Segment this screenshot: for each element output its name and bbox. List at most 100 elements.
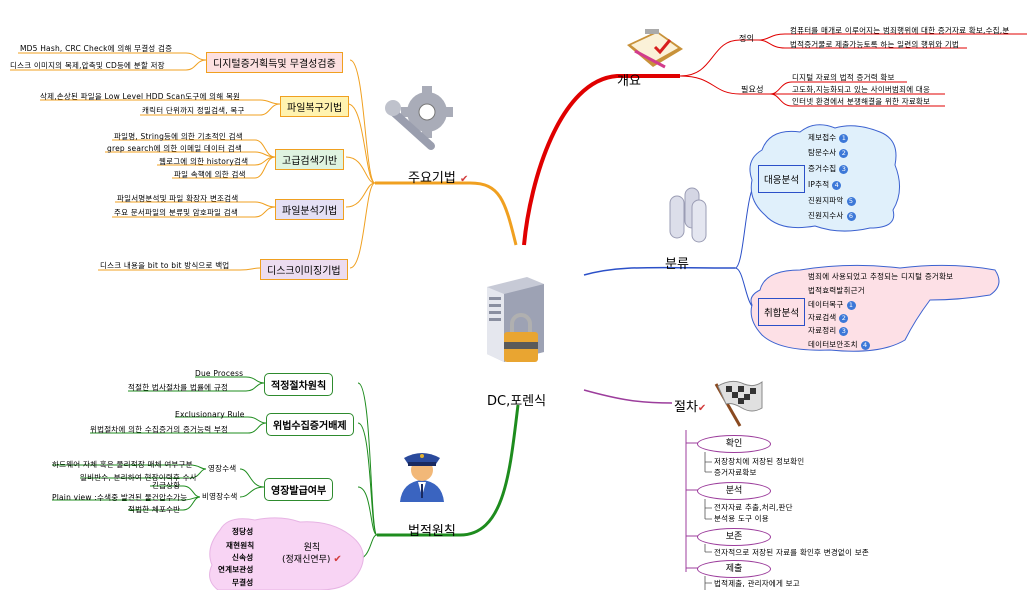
cloud-principles — [209, 517, 364, 590]
group-warrant[interactable]: 영장발급여부 — [264, 478, 334, 501]
legal-subgroup[interactable]: 비영장수색 — [202, 492, 238, 501]
central-topic[interactable]: DC,포렌식 — [487, 394, 547, 409]
legal-item: 적법한 체포수반 — [128, 505, 181, 514]
overview-group-necessity[interactable]: 필요성 — [741, 85, 764, 94]
principles-title: 원칙 — [303, 543, 321, 553]
branch-line-procedure — [583, 389, 673, 404]
class-item: 범죄에 사용되었고 추정되는 디지털 증거확보 — [808, 272, 954, 281]
group-file-recovery[interactable]: 파일복구기법 — [280, 96, 350, 117]
number-badge: 4 — [832, 180, 842, 190]
server-lock-icon — [482, 262, 552, 372]
number-badge: 6 — [846, 211, 856, 221]
step-analysis[interactable]: 분석 — [697, 482, 771, 500]
overview-item: 인터넷 환경에서 분쟁해결을 위한 자료확보 — [792, 97, 931, 106]
step-item: 법적제출, 관리자에게 보고 — [714, 579, 800, 588]
checkered-flag-icon — [712, 378, 764, 428]
technique-item: 웹로그에 의한 history검색 — [159, 157, 249, 166]
number-badge: 1 — [846, 300, 856, 310]
number-badge: 3 — [839, 326, 849, 336]
step-item: 분석용 도구 이용 — [714, 514, 769, 523]
branch-line-classification — [583, 266, 736, 276]
legal-item: 일비반수, 분리하여 현장이력후 수사 — [80, 473, 197, 482]
step-item: 증거자료확보 — [714, 468, 757, 477]
principle-item: 재현원칙 — [226, 541, 255, 550]
number-badge: 5 — [846, 196, 856, 206]
police-officer-icon — [398, 446, 446, 502]
group-advanced-search[interactable]: 고급검색기반 — [275, 149, 345, 170]
gear-wrench-icon — [383, 82, 455, 154]
number-badge: 1 — [839, 133, 849, 143]
cloud-response-analysis — [749, 124, 900, 232]
group-principles[interactable]: 원칙 (정재신연무) ✔ — [282, 543, 342, 566]
cloud-collected-analysis — [750, 264, 1000, 352]
group-exclusionary-rule[interactable]: 위법수집증거배제 — [266, 413, 354, 436]
legal-subgroup[interactable]: 영장수색 — [208, 464, 237, 473]
test-tubes-icon — [668, 186, 712, 244]
branch-classification-label[interactable]: 분류 — [665, 257, 689, 272]
group-disk-imaging[interactable]: 디스크이미징기법 — [260, 259, 348, 280]
step-item: 전자적으로 저장된 자료를 확인후 변경없이 보존 — [714, 548, 869, 557]
group-collected-analysis[interactable]: 취합분석 — [758, 298, 805, 326]
principle-item: 신속성 — [232, 553, 254, 562]
checkmark-icon: ✔ — [459, 174, 469, 185]
clipboard-check-icon — [625, 25, 685, 73]
branch-line-overview — [522, 74, 680, 246]
principle-item: 정당성 — [232, 527, 254, 536]
technique-item: MD5 Hash, CRC Check에 의해 무결성 검증 — [20, 44, 173, 53]
step-item: 저장장치에 저장된 정보확인 — [714, 457, 805, 466]
technique-item: 삭제,손상된 파일을 Low Level HDD Scan도구에 의해 복원 — [40, 92, 241, 101]
branch-overview-label[interactable]: 개요 — [617, 74, 641, 89]
technique-item: 캐릭터 단위까지 정밀검색, 복구 — [142, 106, 245, 115]
technique-item: 주요 문서파일의 분류및 암호파일 검색 — [114, 208, 238, 217]
overview-item: 법적증거물로 제출가능토록 하는 일련의 행위와 기법 — [790, 40, 960, 49]
technique-item: 디스크 이미지의 복제,압축및 CD등에 분할 저장 — [10, 61, 165, 70]
group-digital-evidence[interactable]: 디지털증거획득및 무결성검증 — [206, 52, 343, 73]
group-response-analysis[interactable]: 대응분석 — [758, 165, 805, 193]
technique-item: 파일 속핵에 의한 검색 — [174, 170, 246, 179]
class-item: 법적효력발취근거 — [808, 286, 865, 295]
technique-item: 디스크 내용을 bit to bit 방식으로 백업 — [100, 261, 230, 270]
checkmark-icon: ✔ — [333, 554, 342, 565]
legal-item: 긴급상황 — [152, 481, 181, 490]
legal-item: Plain view :수색중 발견된 물건압수가능 — [52, 493, 188, 502]
principles-subtitle: (정재신연무) ✔ — [282, 554, 342, 565]
overview-item: 고도화,지능화되고 있는 사이버범죄에 대응 — [792, 85, 931, 94]
principle-item: 무결성 — [232, 578, 254, 587]
legal-item: Due Process — [195, 369, 244, 378]
overview-item: 디지털 자료의 법적 증거력 확보 — [792, 73, 895, 82]
checkmark-icon: ✔ — [697, 403, 707, 414]
number-badge: 2 — [839, 148, 849, 158]
step-preserve[interactable]: 보존 — [697, 528, 771, 546]
group-due-process[interactable]: 적정절차원칙 — [264, 373, 334, 396]
step-confirm[interactable]: 확인 — [697, 435, 771, 453]
technique-item: 파일명, String등에 의한 기초적인 검색 — [114, 132, 243, 141]
group-file-analysis[interactable]: 파일분석기법 — [275, 199, 345, 220]
principle-item: 연계보관성 — [218, 565, 254, 574]
branch-legal-label[interactable]: 법적원칙 — [408, 524, 456, 539]
number-badge: 3 — [839, 164, 849, 174]
overview-item: 컴퓨터를 매개로 이루어지는 범죄행위에 대한 증거자료 확보,수집,분 — [790, 26, 1010, 35]
technique-item: 파일서명분석및 파일 확장자 변조검색 — [117, 194, 239, 203]
number-badge: 2 — [839, 313, 849, 323]
overview-group-definition[interactable]: 정의 — [739, 34, 755, 43]
legal-item: 하드웨어 자체 혹은 물리적장 매체 여부구분 — [52, 460, 193, 469]
branch-procedure-label[interactable]: 절차✔ — [674, 400, 707, 415]
branch-techniques-label[interactable]: 주요기법 ✔ — [408, 171, 469, 186]
number-badge: 4 — [860, 340, 870, 350]
step-submit[interactable]: 제출 — [697, 560, 771, 578]
step-item: 전자자료 추출,처리,판단 — [714, 503, 793, 512]
technique-item: grep search에 의한 이메일 데이터 검색 — [107, 144, 242, 153]
branch-line-legal — [377, 404, 520, 537]
legal-item: 위법절차에 의한 수집증거의 증거능력 부정 — [90, 425, 229, 434]
